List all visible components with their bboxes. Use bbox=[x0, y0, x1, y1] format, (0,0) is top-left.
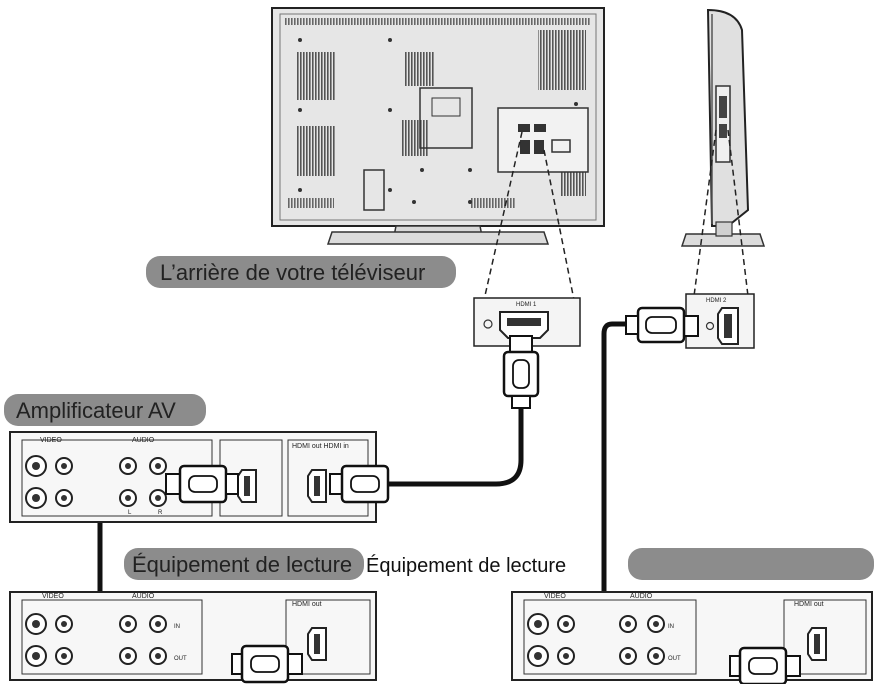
tv-side bbox=[680, 8, 766, 247]
tv-bottom-vents bbox=[288, 198, 334, 208]
tv-bottom-vents-2 bbox=[470, 198, 516, 208]
playback-1-out-label: OUT bbox=[174, 656, 187, 662]
tv-back-frame bbox=[279, 13, 597, 221]
device-2-panel bbox=[523, 599, 697, 675]
playback-1-hdmi-label: HDMI out bbox=[292, 601, 322, 608]
amplifier-hdmi-label: HDMI out HDMI in bbox=[292, 443, 349, 450]
label-tv-back-text: L’arrière de votre téléviseur bbox=[160, 260, 425, 285]
amplifier-r-label: R bbox=[158, 510, 163, 516]
amplifier-jacks bbox=[25, 455, 167, 509]
hdmi2-screw bbox=[705, 321, 715, 331]
label-tv-back: L’arrière de votre téléviseur bbox=[146, 256, 456, 288]
playback-device-1: VIDEO AUDIO HDMI out IN OUT bbox=[9, 591, 377, 684]
tv-back bbox=[271, 7, 605, 245]
tv-port-3 bbox=[520, 140, 530, 154]
tv-vent-right-upper bbox=[538, 30, 586, 90]
device-2-jacks bbox=[527, 613, 665, 667]
tv-hdmi-port-1 bbox=[518, 124, 530, 132]
playback-device-2: VIDEO AUDIO HDMI out IN OUT bbox=[511, 591, 873, 684]
tv-cable-clip bbox=[363, 169, 385, 211]
amplifier-l-label: L bbox=[128, 510, 132, 516]
tv-port-4 bbox=[534, 140, 544, 154]
playback-1-video-label: VIDEO bbox=[42, 593, 64, 600]
hdmi-plug-right-tv bbox=[625, 306, 699, 344]
hdmi2-label: HDMI 2 bbox=[706, 298, 727, 304]
tv-connector-panel bbox=[497, 107, 589, 173]
zoom-lines bbox=[483, 129, 749, 301]
device-2-audio-label: AUDIO bbox=[630, 593, 653, 600]
label-playback-1: Équipement de lecture bbox=[124, 548, 364, 580]
tv-port-5 bbox=[551, 139, 571, 153]
device-2-hdmi-inner bbox=[814, 634, 820, 654]
tv-mount-plate bbox=[419, 87, 473, 149]
tv-side-neck bbox=[715, 221, 733, 237]
amp-plug-out bbox=[165, 464, 239, 504]
playback-1-audio-label: AUDIO bbox=[132, 593, 155, 600]
label-playback-2-text: Équipement de lecture bbox=[366, 554, 566, 577]
label-amplifier-text: Amplificateur AV bbox=[16, 398, 176, 423]
playback-1-in-label: IN bbox=[174, 624, 180, 630]
amplifier-hdmi-in-inner bbox=[314, 476, 320, 496]
label-third-device-pill bbox=[628, 548, 874, 580]
tv-stand-base bbox=[326, 231, 550, 245]
amplifier-video-label: VIDEO bbox=[40, 437, 62, 444]
label-third-device bbox=[628, 548, 874, 580]
tv-vent-mid-lower bbox=[402, 120, 428, 156]
playback-1-plug bbox=[231, 644, 303, 684]
hdmi1-screw bbox=[483, 319, 493, 329]
amplifier-hdmi-out-inner bbox=[244, 476, 250, 496]
device-2-plug bbox=[729, 646, 801, 684]
tv-mount-inner bbox=[431, 97, 461, 117]
label-playback-1-text: Équipement de lecture bbox=[132, 552, 352, 577]
device-2-hdmi-label: HDMI out bbox=[794, 601, 824, 608]
tv-vent-mid-upper bbox=[404, 52, 434, 86]
tv-vent-left-lower bbox=[296, 126, 336, 176]
amp-plug-in bbox=[329, 464, 390, 504]
amplifier-device: VIDEO AUDIO HDMI out HDMI in L R bbox=[9, 431, 390, 523]
device-2-hdmi-panel bbox=[783, 599, 867, 675]
playback-1-hdmi-panel bbox=[285, 599, 371, 675]
label-playback-2: Équipement de lecture bbox=[366, 554, 566, 577]
tv-top-vents bbox=[284, 18, 590, 25]
device-2-video-label: VIDEO bbox=[544, 593, 566, 600]
playback-1-hdmi-inner bbox=[314, 634, 320, 654]
hdmi2-port-inner bbox=[724, 314, 732, 338]
device-2-out-label: OUT bbox=[668, 656, 681, 662]
tv-hdmi-port-2 bbox=[534, 124, 546, 132]
device-2-in-label: IN bbox=[668, 624, 674, 630]
label-amplifier: Amplificateur AV bbox=[4, 394, 206, 426]
playback-1-jacks bbox=[25, 613, 167, 667]
label-tv-back-pill bbox=[146, 256, 456, 288]
cable-tv-to-amp bbox=[385, 405, 524, 487]
hdmi1-label: HDMI 1 bbox=[516, 302, 537, 308]
tv-side-port-b bbox=[719, 124, 727, 138]
amplifier-audio-label: AUDIO bbox=[132, 437, 155, 444]
label-playback-1-pill bbox=[124, 548, 364, 580]
playback-1-panel bbox=[21, 599, 203, 675]
tv-side-port-a bbox=[719, 96, 727, 118]
tv-vent-left-upper bbox=[296, 52, 336, 100]
hdmi-plug-top bbox=[502, 335, 540, 409]
tv-side-stand bbox=[680, 233, 766, 247]
label-amplifier-pill bbox=[4, 394, 206, 426]
hdmi1-port-inner bbox=[507, 318, 541, 326]
